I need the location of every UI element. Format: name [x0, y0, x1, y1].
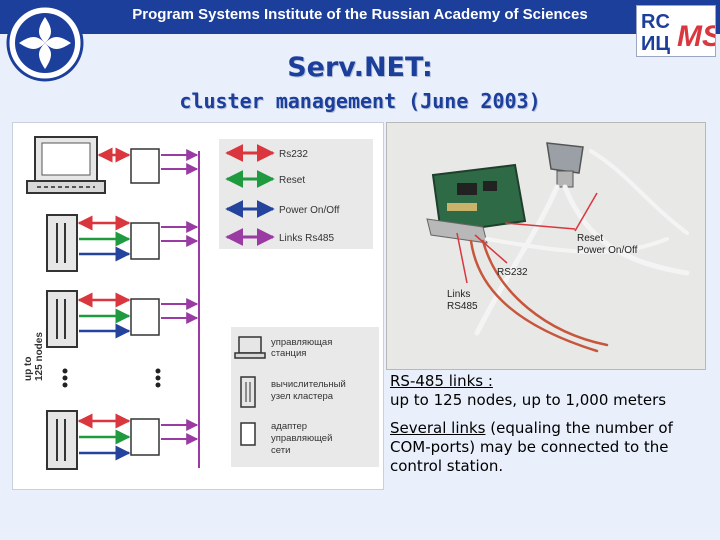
legend-label-power: Power On/Off	[279, 205, 340, 216]
several-links-label: Several links	[390, 419, 486, 437]
symbol-node-line1: вычислительный	[271, 379, 346, 390]
photo-label-rs232: RS232	[497, 267, 528, 278]
slide-title: Serv.NET:	[287, 52, 433, 83]
photo-label-power: Power On/Off	[577, 245, 638, 256]
ellipsis-icon	[62, 368, 161, 388]
symbol-adapter-line2: управляющей	[271, 433, 332, 444]
connector-icon	[546, 142, 584, 188]
several-links-text: (equaling the number of COM-ports) may b…	[390, 419, 673, 475]
legend-label-links: Links Rs485	[279, 233, 334, 244]
photo-label-rs485: RS485	[447, 301, 478, 312]
server-icon	[46, 410, 78, 470]
rs485-label: RS-485 links :	[390, 372, 493, 390]
cluster-diagram: up to 125 nodes	[12, 122, 384, 490]
legend-label-reset: Reset	[279, 175, 305, 186]
header-bar	[0, 0, 720, 34]
rcms-logo: RC ИЦ MS	[636, 5, 720, 57]
photo-label-reset: Reset	[577, 233, 603, 244]
description: RS-485 links : up to 125 nodes, up to 1,…	[390, 372, 710, 485]
logo-text-ic: ИЦ	[641, 33, 670, 55]
rs485-paragraph: RS-485 links : up to 125 nodes, up to 1,…	[390, 372, 710, 410]
adapter-icon	[130, 222, 160, 260]
server-icon	[46, 214, 78, 272]
symbol-adapter-line1: адаптер	[271, 421, 307, 432]
nodes-label-line2: 125 nodes	[34, 332, 45, 381]
legend-label-rs232: Rs232	[279, 149, 308, 160]
psi-logo	[6, 4, 84, 82]
server-icon	[46, 290, 78, 348]
logo-text-ms: MS	[677, 20, 715, 53]
laptop-icon	[26, 136, 106, 194]
several-links-paragraph: Several links (equaling the number of CO…	[390, 419, 710, 476]
adapter-icon	[130, 298, 160, 336]
institute-title: Program Systems Institute of the Russian…	[132, 6, 588, 23]
slide-subtitle: cluster management (June 2003)	[179, 89, 541, 113]
laptop-icon	[234, 336, 266, 359]
adapter-icon	[130, 148, 160, 184]
symbol-node-line2: узел кластера	[271, 391, 334, 402]
nodes-label-line1: up to	[23, 357, 34, 381]
hardware-photo: Reset Power On/Off RS232 Links RS485	[386, 122, 706, 370]
logo-text-rc: RC	[641, 11, 670, 33]
adapter-icon	[130, 418, 160, 456]
rs485-text: up to 125 nodes, up to 1,000 meters	[390, 391, 667, 409]
symbol-adapter-line3: сети	[271, 445, 290, 456]
circuit-board	[426, 163, 527, 244]
symbol-station-line1: управляющая	[271, 337, 332, 348]
server-icon	[240, 376, 256, 408]
photo-label-links: Links	[447, 289, 470, 300]
adapter-icon	[240, 422, 256, 446]
symbol-station-line2: станция	[271, 348, 306, 359]
